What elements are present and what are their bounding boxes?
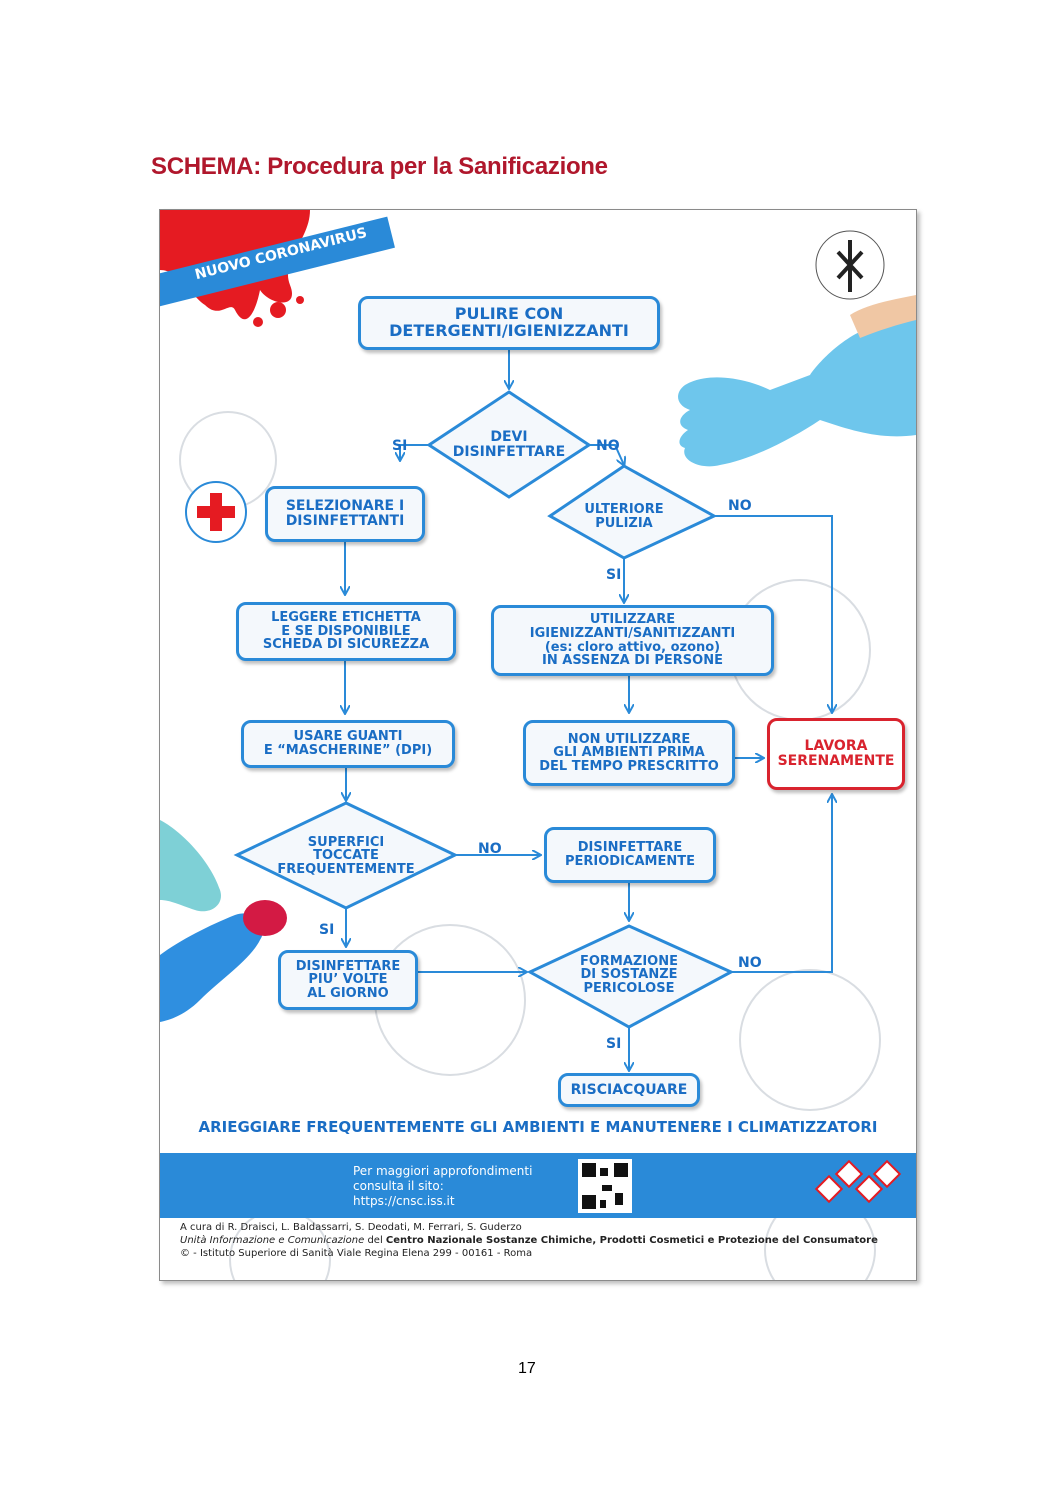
page-heading: SCHEMA: Procedura per la Sanificazione (151, 153, 608, 180)
box-selezionare: SELEZIONARE I DISINFETTANTI (265, 486, 425, 542)
label-no-superfici: NO (478, 841, 502, 857)
sanitization-poster: NUOVO CORONAVIRUS PULIRE CON DETERGENTI/… (159, 209, 917, 1281)
box-non-utilizzare: NON UTILIZZARE GLI AMBIENTI PRIMA DEL TE… (523, 720, 735, 786)
poster-graphics (160, 210, 916, 1280)
box-disinfettare-piu: DISINFETTARE PIU’ VOLTE AL GIORNO (278, 950, 418, 1010)
footer-info: Per maggiori approfondimenti consulta il… (353, 1164, 532, 1209)
box-lavora: LAVORA SERENAMENTE (767, 718, 905, 790)
credits-unit: Unità Informazione e Comunicazione del C… (180, 1235, 878, 1246)
label-si-devi: SI (392, 438, 408, 454)
label-no-devi: NO (596, 438, 620, 454)
qr-code-icon (578, 1159, 632, 1213)
footer-line1: Per maggiori approfondimenti (353, 1164, 533, 1178)
footer-band (160, 1153, 916, 1218)
gloves-image-icon (678, 295, 916, 467)
box-risciacquare: RISCIACQUARE (558, 1073, 700, 1107)
credits-unit-connector: del (364, 1235, 386, 1246)
cnsc-logo-icon (814, 1159, 902, 1204)
box-disinfettare-periodicamente: DISINFETTARE PERIODICAMENTE (544, 827, 716, 883)
text-superfici: SUPERFICI TOCCATE FREQUENTEMENTE (277, 834, 415, 877)
label-si-ulteriore: SI (606, 567, 622, 583)
glove-spray-image-icon (160, 820, 287, 1022)
iss-logo-icon (815, 230, 885, 300)
text-ulteriore: ULTERIORE PULIZIA (584, 502, 664, 531)
text-devi: DEVI DISINFETTARE (452, 429, 566, 460)
credits-authors: A cura di R. Draisci, L. Baldassarri, S.… (180, 1222, 522, 1233)
label-no-formazione: NO (738, 955, 762, 971)
credits-unit-bold: Centro Nazionale Sostanze Chimiche, Prod… (385, 1235, 878, 1246)
flow-arrows (345, 350, 832, 1070)
label-si-superfici: SI (319, 922, 335, 938)
red-cross-logo-icon (185, 481, 247, 543)
text-formazione: FORMAZIONE DI SOSTANZE PERICOLOSE (579, 953, 678, 996)
box-usare: USARE GUANTI E “MASCHERINE” (DPI) (241, 720, 455, 768)
box-pulire: PULIRE CON DETERGENTI/IGIENIZZANTI (358, 296, 660, 350)
credits-copyright: © - Istituto Superiore di Sanità Viale R… (180, 1248, 533, 1259)
credits-unit-italic: Unità Informazione e Comunicazione (180, 1235, 365, 1246)
box-utilizzare: UTILIZZARE IGIENIZZANTI/SANITIZZANTI (es… (491, 605, 774, 676)
arieggiare-note: ARIEGGIARE FREQUENTEMENTE GLI AMBIENTI E… (198, 1118, 878, 1136)
devi-diamond (426, 390, 592, 499)
footer-url[interactable]: https://cnsc.iss.it (353, 1194, 455, 1208)
coronavirus-banner (160, 216, 395, 312)
page-number: 17 (518, 1360, 536, 1377)
label-si-formazione: SI (606, 1036, 622, 1052)
label-no-ulteriore: NO (728, 498, 752, 514)
footer-line2: consulta il sito: (353, 1179, 444, 1193)
box-leggere: LEGGERE ETICHETTA E SE DISPONIBILE SCHED… (236, 602, 456, 661)
